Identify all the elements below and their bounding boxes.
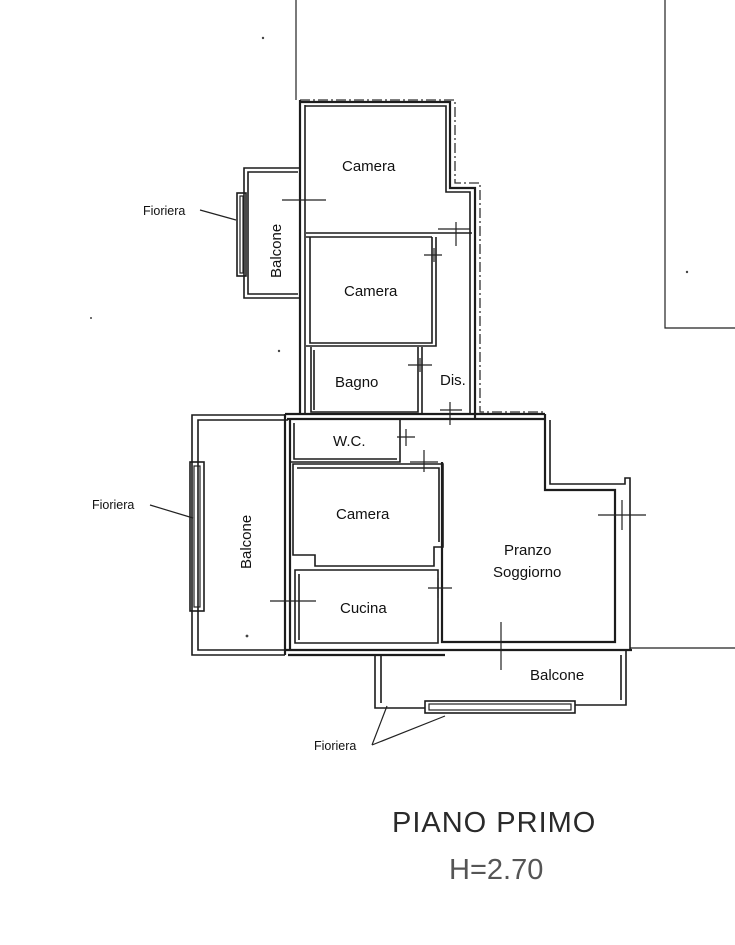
boundary-dashed — [300, 99, 545, 413]
ceiling-height: H=2.70 — [449, 854, 543, 886]
room-label-camera-3: Camera — [336, 506, 390, 523]
cucina-wall — [294, 569, 439, 644]
room-label-bagno: Bagno — [335, 374, 378, 391]
fioriera-top-shape — [236, 192, 247, 277]
balcone-left-outline — [191, 414, 288, 656]
room-label-balcone-bottom: Balcone — [530, 667, 584, 684]
lower-left-wall — [283, 414, 292, 655]
divider-wall — [285, 412, 546, 421]
room-label-wc: W.C. — [333, 433, 366, 450]
speck — [245, 634, 249, 638]
room-label-dis: Dis. — [440, 372, 466, 389]
fioriera-left-leader — [149, 504, 194, 519]
camera-1-wall — [306, 232, 472, 238]
camera-3-wall-inner — [297, 467, 440, 542]
lower-block-floor — [285, 648, 632, 657]
room-label-camera-2: Camera — [344, 283, 398, 300]
speck — [277, 349, 281, 353]
balcone-top-outline — [243, 167, 300, 299]
soggiorno-wall — [440, 414, 617, 644]
room-label-balcone-top: Balcone — [268, 224, 285, 278]
fioriera-bottom-leader — [371, 705, 446, 746]
opening-marks — [270, 199, 646, 670]
bagno-wall — [310, 347, 423, 414]
fioriera-top-leader — [199, 209, 237, 221]
fioriera-bottom-shape — [424, 700, 576, 714]
upper-block-top — [300, 100, 477, 418]
camera-2-wall — [306, 237, 437, 347]
speck — [90, 317, 92, 319]
speck — [685, 270, 689, 274]
upper-block-top-inner — [305, 105, 471, 414]
room-label-soggiorno: Soggiorno — [493, 564, 561, 581]
annotation-fioriera-bottom: Fioriera — [314, 739, 356, 753]
balcone-bottom-outline — [374, 650, 627, 709]
room-label-cucina: Cucina — [340, 600, 387, 617]
fioriera-top-shape-inner — [239, 195, 244, 274]
fioriera-left-shape-inner — [193, 465, 201, 608]
annotation-fioriera-left: Fioriera — [92, 498, 134, 512]
room-label-pranzo: Pranzo — [504, 542, 552, 559]
annotation-fioriera-top: Fioriera — [143, 204, 185, 218]
room-label-camera-1: Camera — [342, 158, 396, 175]
fioriera-bottom-shape-inner — [428, 703, 572, 711]
floor-title: PIANO PRIMO — [392, 807, 596, 839]
fioriera-left-shape — [189, 461, 205, 612]
speck — [261, 36, 265, 40]
soggiorno-wall-outer — [445, 420, 631, 651]
room-label-balcone-left: Balcone — [238, 515, 255, 569]
adjacent-building-outline — [664, 0, 735, 329]
